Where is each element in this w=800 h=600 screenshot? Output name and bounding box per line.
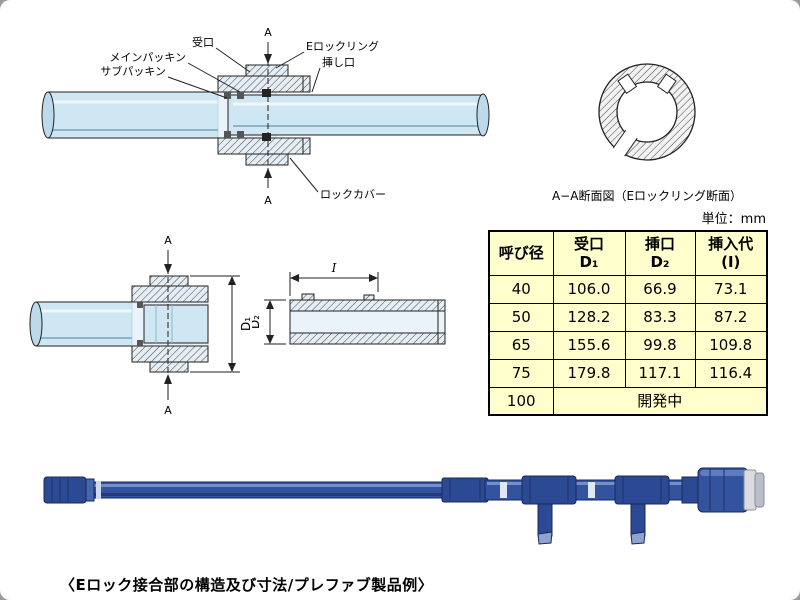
- inner-spigot: [143, 304, 209, 344]
- table-row: 65 155.6 99.8 109.8: [488, 330, 768, 360]
- cell-d2: 66.9: [624, 274, 696, 304]
- socket-walls: [131, 275, 209, 373]
- table-header-row: 呼び径 受口 D₁ 挿口 D₂ 挿入代 (I): [488, 230, 768, 276]
- header-socket: 受口 D₁: [552, 230, 626, 276]
- lock-ring-section-diagram: A−A断面図（Eロックリング断面）: [552, 63, 742, 203]
- product-mid-coupling: [441, 477, 489, 503]
- e-lock-ring-label: Eロックリング: [306, 39, 379, 53]
- unit-label: 単位：mm: [701, 212, 766, 227]
- header-socket-label: 受口: [573, 234, 604, 253]
- right-pipe-spigot: [227, 93, 490, 137]
- packing-sections: [137, 302, 143, 346]
- cell-d1: 179.8: [552, 358, 626, 388]
- section-line-a: [164, 250, 172, 400]
- prefab-product-photo: [43, 467, 765, 545]
- header-spigot-label: 挿口: [644, 234, 675, 253]
- d1-dimension-label: D₁: [239, 317, 253, 331]
- joint-cross-section-diagram: A A 受口 メインパッキン サブパッキン Eロックリング 挿し口 ロックカバー: [41, 26, 490, 207]
- dimension-table: 呼び径 受口 D₁ 挿口 D₂ 挿入代 (I) 40 106.0 66.9: [488, 230, 768, 416]
- i-dimension-label: I: [331, 261, 337, 275]
- socket-label: 受口: [192, 36, 214, 49]
- cell-insertion: 87.2: [694, 302, 768, 332]
- cell-diameter: 65: [488, 330, 554, 360]
- d2-dimension-label: D₂: [252, 315, 262, 329]
- header-insertion-dim: (I): [721, 253, 741, 272]
- figure-caption: 〈Eロック接合部の構造及び寸法/プレファブ製品例〉: [60, 576, 434, 594]
- cell-diameter: 100: [488, 386, 554, 416]
- table-row: 50 128.2 83.3 87.2: [488, 302, 768, 332]
- product-tee-2: [614, 475, 670, 545]
- d1-dimension: [190, 275, 240, 373]
- cell-d1: 128.2: [552, 302, 626, 332]
- table-row-100: 100 開発中: [488, 386, 768, 416]
- product-left-fitting: [43, 476, 101, 504]
- cell-d2: 117.1: [624, 358, 696, 388]
- spigot-body: [289, 293, 446, 345]
- spigot-dimension-diagram: I D₂: [252, 261, 446, 345]
- lock-ring-sections: [262, 89, 271, 141]
- cell-insertion: 116.4: [694, 358, 768, 388]
- header-insertion-label: 挿入代: [708, 234, 754, 253]
- header-diameter-label: 呼び径: [498, 243, 544, 262]
- header-spigot: 挿口 D₂: [624, 230, 696, 276]
- section-a-bottom-label: A: [164, 404, 172, 417]
- packing-sections: [224, 92, 244, 138]
- cell-diameter: 75: [488, 358, 554, 388]
- left-pipe: [41, 91, 221, 139]
- lock-ring-shape: [598, 63, 696, 162]
- ring-section-caption: A−A断面図（Eロックリング断面）: [552, 188, 742, 203]
- callout-leaders: [167, 47, 321, 193]
- cell-diameter: 50: [488, 302, 554, 332]
- pipe: [29, 301, 137, 347]
- header-spigot-dim: D₂: [650, 253, 670, 272]
- table-row: 75 179.8 117.1 116.4: [488, 358, 768, 388]
- header-socket-dim: D₁: [579, 253, 599, 272]
- table-row: 40 106.0 66.9 73.1: [488, 274, 768, 304]
- d1-dimension-diagram: D₁ A A: [29, 234, 253, 417]
- cell-d1: 106.0: [552, 274, 626, 304]
- spigot-label: 挿し口: [322, 55, 355, 69]
- cell-insertion: 73.1: [694, 274, 768, 304]
- sub-packing-label: サブパッキン: [100, 64, 166, 78]
- product-right-fitting: [681, 467, 765, 513]
- product-tee-1: [521, 475, 577, 545]
- i-dimension: [289, 272, 379, 296]
- lock-cover-label: ロックカバー: [320, 188, 386, 201]
- section-a-top-label: A: [264, 26, 272, 39]
- d2-dimension: [264, 299, 286, 345]
- cell-d2: 83.3: [624, 302, 696, 332]
- spec-table-area: 単位：mm 呼び径 受口 D₁ 挿口 D₂ 挿入代 (I): [488, 208, 768, 416]
- section-a-bottom-label: A: [264, 194, 272, 207]
- section-a-top-label: A: [164, 234, 172, 247]
- cell-diameter: 40: [488, 274, 554, 304]
- cell-insertion: 109.8: [694, 330, 768, 360]
- section-line-a: [264, 42, 272, 188]
- cell-d1: 155.6: [552, 330, 626, 360]
- product-main-pipe: [59, 481, 501, 499]
- header-insertion: 挿入代 (I): [694, 230, 768, 276]
- cell-status: 開発中: [552, 386, 768, 416]
- header-diameter: 呼び径: [488, 230, 554, 276]
- cell-d2: 99.8: [624, 330, 696, 360]
- main-packing-label: メインパッキン: [109, 51, 186, 64]
